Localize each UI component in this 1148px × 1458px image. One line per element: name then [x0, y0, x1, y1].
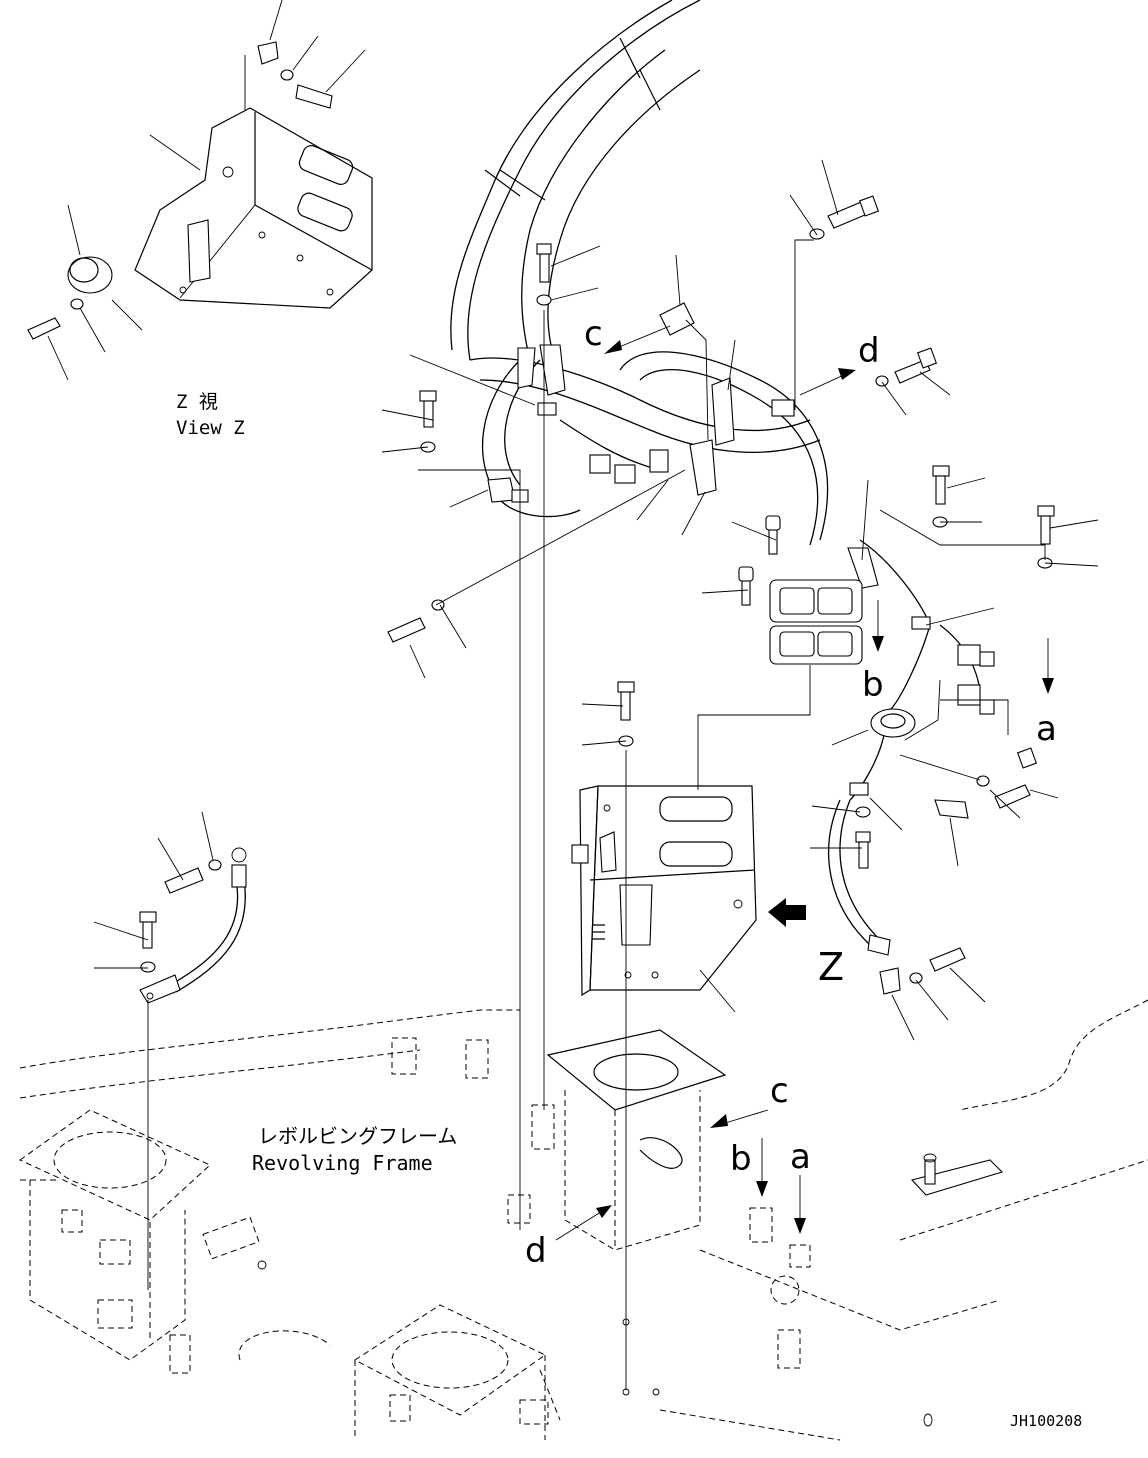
label-a-bottom: a: [790, 1137, 811, 1177]
frame-label-jp: レボルビングフレーム: [258, 1124, 457, 1148]
direction-arrows: [555, 325, 1054, 1241]
label-b-bottom: b: [730, 1139, 752, 1179]
connectors: [589, 399, 995, 956]
label-z: Z: [818, 945, 844, 989]
label-c-top: c: [584, 314, 603, 354]
controller-connector-block: [697, 579, 863, 790]
label-d-bottom: d: [525, 1231, 547, 1271]
view-direction-arrow: [768, 898, 806, 927]
leader-lines: [93, 159, 1099, 1390]
view-z-detail: [27, 0, 373, 381]
view-z-label-en: View Z: [176, 417, 245, 439]
revolving-frame: [19, 999, 1148, 1441]
label-b-mid: b: [862, 665, 884, 705]
label-c-bottom: c: [770, 1071, 789, 1111]
view-z-label-jp: Z 視: [176, 391, 218, 413]
label-d-top: d: [858, 331, 880, 371]
hydraulic-hoses: [450, 0, 701, 361]
ground-cable: [139, 847, 247, 1004]
drawing-id: JH100208: [1010, 1412, 1082, 1430]
label-a-mid: a: [1036, 709, 1057, 749]
frame-label-en: Revolving Frame: [252, 1151, 433, 1175]
harness-clamps: [487, 344, 931, 796]
controller-bracket: [571, 785, 757, 1013]
